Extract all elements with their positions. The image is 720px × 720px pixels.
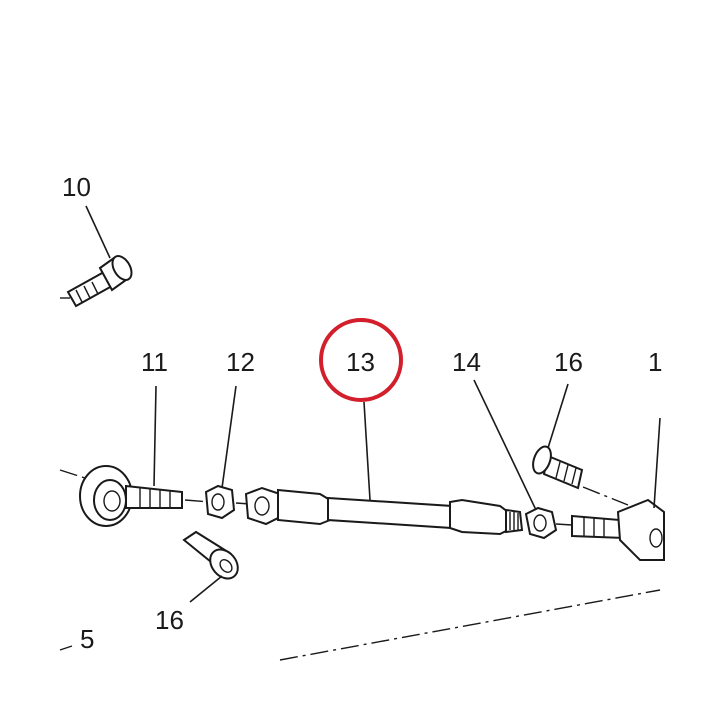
callout-16-bottom: 16 [155, 605, 184, 635]
part-13-adjuster-rod [244, 486, 524, 536]
part-16-bolt-top [532, 445, 584, 490]
callout-12: 12 [226, 347, 255, 377]
part-16-bolt-bottom [182, 530, 239, 580]
callout-11: 11 [141, 347, 168, 377]
callout-labels: 10 11 12 13 14 16 1 16 5 [62, 172, 662, 654]
leader-lines [85, 205, 661, 603]
part-right-rod-end [571, 498, 665, 561]
callout-13: 13 [346, 347, 375, 377]
part-14-nut [524, 506, 558, 540]
part-10-bolt [60, 255, 133, 308]
reference-lines [59, 469, 661, 661]
part-11-rod-end [79, 465, 183, 527]
callout-right: 1 [648, 347, 662, 377]
callout-5: 5 [80, 624, 94, 654]
callout-16-top: 16 [554, 347, 583, 377]
highlight-circle [319, 318, 403, 402]
callout-14: 14 [452, 347, 481, 377]
callout-10: 10 [62, 172, 91, 202]
part-12-nut [204, 484, 236, 520]
